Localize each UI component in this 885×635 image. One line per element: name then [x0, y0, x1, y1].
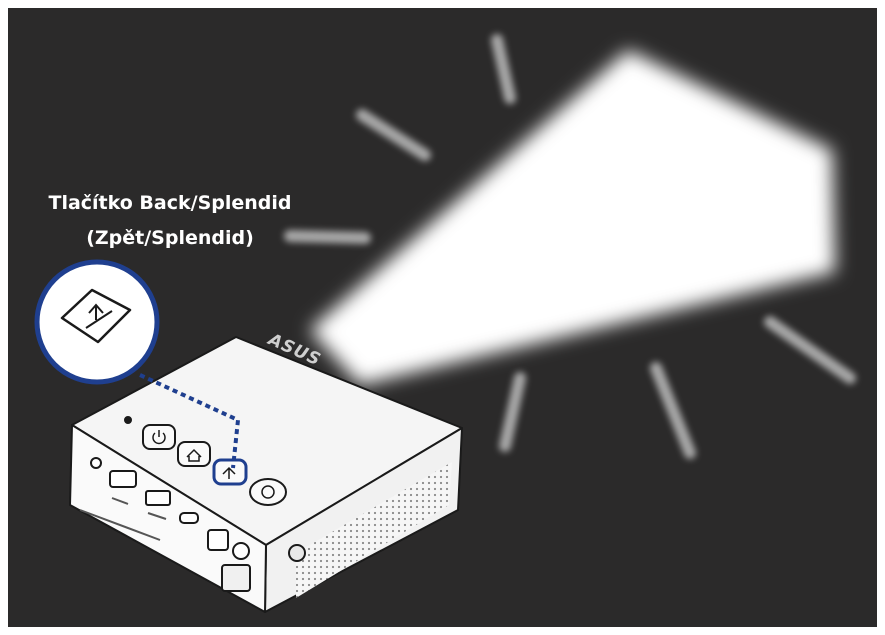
- light-ray: [650, 362, 696, 459]
- light-ray: [491, 34, 516, 104]
- usb-c-port: [179, 512, 199, 524]
- light-ray: [764, 316, 856, 384]
- side-screw: [288, 544, 306, 562]
- back-arrow-icon: [88, 303, 104, 320]
- power-icon: [152, 430, 166, 445]
- callout-subtitle: (Zpět/Splendid): [86, 227, 254, 249]
- usb-port: [145, 490, 171, 506]
- vent-grille-area: [296, 462, 452, 598]
- port-labels: [79, 497, 167, 541]
- hdmi-port: [109, 470, 137, 488]
- top-controls: [124, 416, 287, 506]
- directional-dial[interactable]: [249, 478, 287, 506]
- light-ray: [356, 109, 431, 161]
- dc-in-port: [232, 542, 250, 560]
- back-icon: [222, 466, 236, 479]
- light-ray: [499, 372, 526, 452]
- callout-title: Tlačítko Back/Splendid: [48, 192, 292, 214]
- front-ports: [90, 457, 251, 592]
- button-callout: [34, 259, 160, 385]
- light-beam: [310, 50, 835, 385]
- back-splendid-button[interactable]: [212, 458, 248, 486]
- indicator-led: [124, 416, 132, 424]
- light-rays: [284, 34, 856, 459]
- audio-jack: [90, 457, 102, 469]
- light-ray: [284, 230, 371, 244]
- splendid-slash-icon: [85, 310, 113, 329]
- home-icon: [186, 448, 202, 462]
- dlp-badge: [221, 564, 251, 592]
- dial-center-icon: [261, 485, 275, 499]
- home-button[interactable]: [177, 441, 211, 467]
- button-glyphs: [152, 430, 275, 499]
- card-slot: [207, 529, 229, 551]
